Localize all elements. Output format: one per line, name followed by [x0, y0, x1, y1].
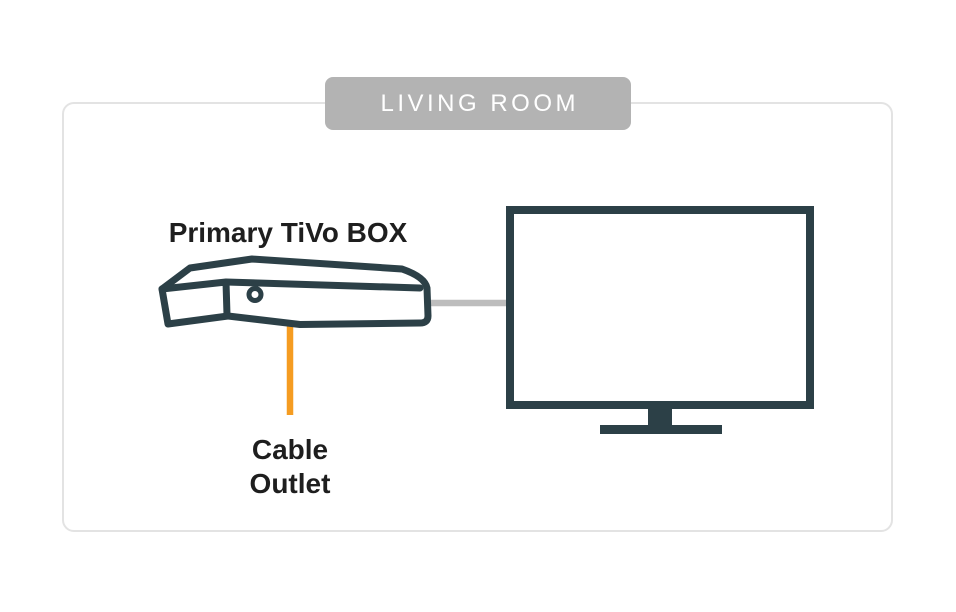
tv-icon	[506, 206, 814, 434]
tv-stand-neck	[648, 405, 672, 426]
room-name-badge: LIVING ROOM	[325, 77, 631, 130]
tivo-box-icon	[158, 255, 432, 328]
tv-stand-base	[600, 425, 722, 434]
cable-outlet-label-line2: Outlet	[249, 468, 331, 499]
tivo-box-outline	[158, 255, 432, 328]
tivo-box-button-icon	[246, 286, 264, 303]
room-name-label: LIVING ROOM	[380, 89, 580, 117]
cable-outlet-label: Cable Outlet	[190, 433, 390, 501]
tivo-box-top-edge-lines	[158, 278, 424, 319]
cable-outlet-label-line1: Cable	[251, 434, 329, 465]
tv-screen-frame	[506, 206, 814, 409]
tivo-box-label: Primary TiVo BOX	[168, 217, 408, 248]
